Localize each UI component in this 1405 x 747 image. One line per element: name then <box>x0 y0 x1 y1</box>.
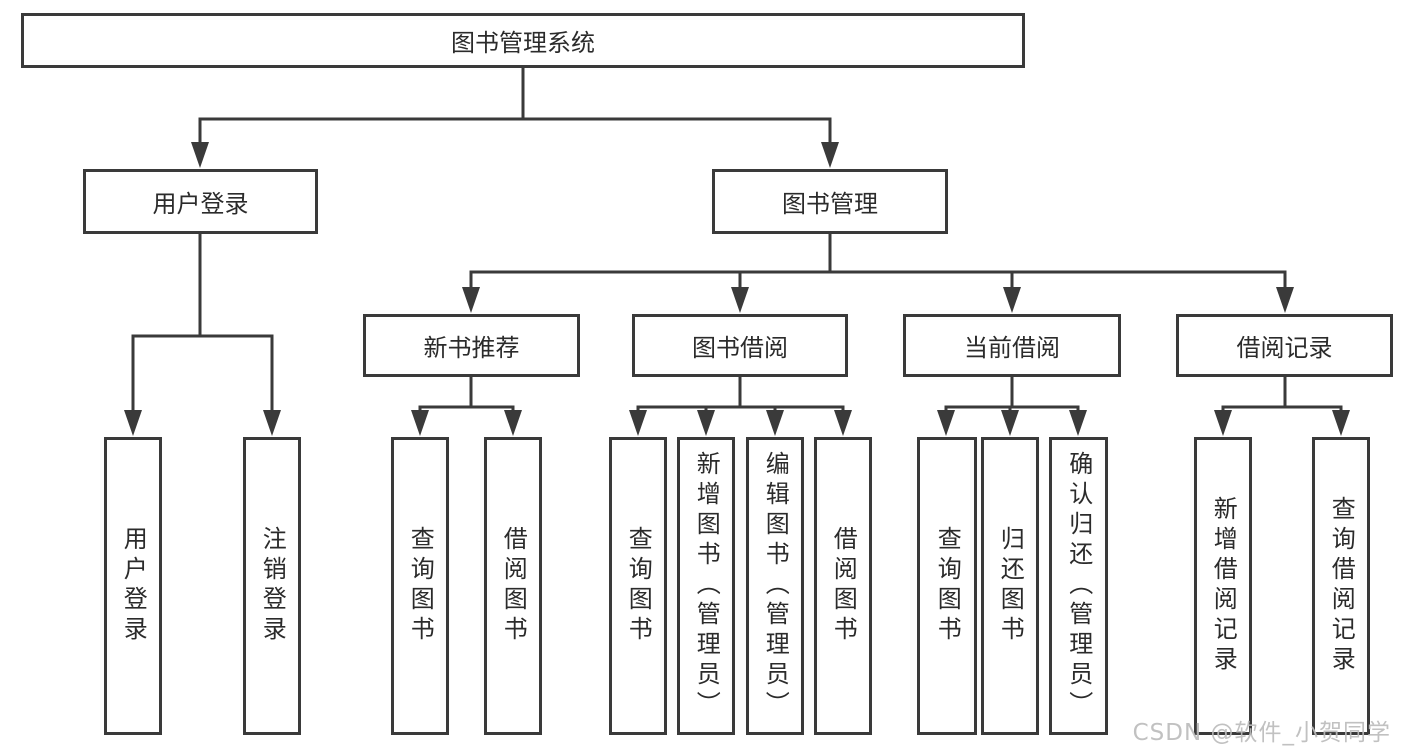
node-book-management: 图书管理 <box>712 169 948 234</box>
leaf-borrow-books-recommend: 借阅图书 <box>484 437 542 735</box>
leaf-logout-login: 注销登录 <box>243 437 301 735</box>
leaf-query-books-recommend: 查询图书 <box>391 437 449 735</box>
leaf-user-login: 用户登录 <box>104 437 162 735</box>
node-user-login: 用户登录 <box>83 169 318 234</box>
node-borrowing-records: 借阅记录 <box>1176 314 1393 377</box>
node-new-book-recommendation: 新书推荐 <box>363 314 580 377</box>
leaf-query-borrow-record: 查询借阅记录 <box>1312 437 1370 735</box>
leaf-borrow-books: 借阅图书 <box>814 437 872 735</box>
node-library-management-system: 图书管理系统 <box>21 13 1025 68</box>
leaf-query-books-current: 查询图书 <box>917 437 977 735</box>
leaf-confirm-return-admin: 确认归还（管理员） <box>1049 437 1108 735</box>
node-book-borrowing: 图书借阅 <box>632 314 848 377</box>
leaf-add-borrow-record: 新增借阅记录 <box>1194 437 1252 735</box>
leaf-edit-books-admin: 编辑图书（管理员） <box>746 437 804 735</box>
watermark: CSDN @软件_小贺同学 <box>1132 720 1391 746</box>
node-current-borrowing: 当前借阅 <box>903 314 1121 377</box>
leaf-query-books-borrow: 查询图书 <box>609 437 667 735</box>
leaf-add-books-admin: 新增图书（管理员） <box>677 437 735 735</box>
leaf-return-books: 归还图书 <box>981 437 1039 735</box>
